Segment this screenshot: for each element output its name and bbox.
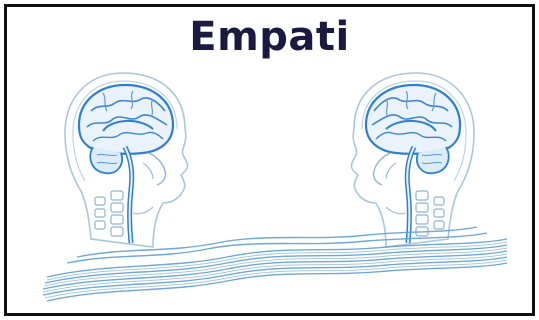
right-head-icon (351, 73, 474, 247)
image-frame: Empati (4, 4, 535, 316)
empathy-illustration (7, 7, 532, 313)
left-head-icon (65, 73, 188, 247)
